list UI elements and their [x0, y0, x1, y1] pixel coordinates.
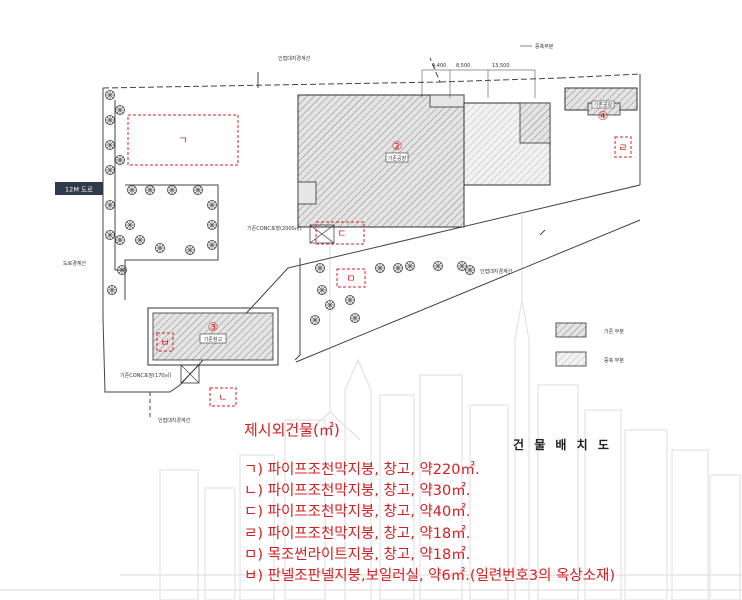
- tree-icon: [310, 315, 320, 325]
- tree-icon: [107, 285, 117, 295]
- marker-d: ㄷ: [337, 229, 346, 240]
- tree-icon: [125, 220, 135, 230]
- legend-item: ㄱ) 파이프조천막지붕, 창고, 약220㎡.: [244, 462, 480, 478]
- marker-r: ㄹ: [618, 143, 627, 154]
- legend-item: ㅁ) 목조썬라이트지붕, 창고, 약18㎡.: [244, 546, 471, 563]
- building-4-name: 기존공장: [594, 102, 613, 109]
- legend-title: 제시외건물(㎡): [244, 421, 340, 439]
- tree-icon: [135, 235, 145, 245]
- label-top-boundary: 인접대지경계선: [278, 55, 311, 62]
- skyline-background: [0, 215, 742, 600]
- building-3: 기존창고 ③: [147, 307, 279, 384]
- tree-icon: [350, 313, 360, 323]
- tree-icon: [145, 185, 155, 195]
- building-3-name: 기존창고: [204, 336, 223, 343]
- tree-icon: [393, 263, 403, 273]
- tree-icon: [433, 261, 443, 271]
- legend-item: ㄷ) 파이프조천막지붕, 창고, 약40㎡.: [244, 504, 471, 521]
- marker-g: ㄱ: [178, 136, 187, 147]
- legend-list: ㄱ) 파이프조천막지붕, 창고, 약220㎡. ㄴ) 파이프조천막지붕, 창고,…: [244, 460, 615, 587]
- tree-icon: [405, 261, 415, 271]
- annotation-labels: 인접대지경계선 증축부분 도로경계선 인접대지경계선 인접대지경계선 기존CON…: [63, 43, 554, 424]
- tree-icon: [105, 165, 115, 175]
- legend-item: ㅂ) 판넬조판넬지붕,보일러실, 약6㎡.(일련번호3의 옥상소재): [244, 568, 616, 585]
- building-2: 기존공장 ②: [297, 94, 551, 228]
- tree-icon: [465, 265, 475, 275]
- dim-3: 13,500: [492, 63, 510, 69]
- drawing-title: 건 물 배 치 도: [513, 438, 612, 452]
- label-conc-1: 기존CONC포장(2000㎡): [247, 225, 302, 232]
- map-legend-existing: 기존 부분: [604, 328, 624, 335]
- tree-icon: [193, 185, 203, 195]
- label-adjacent-right: 인접대지경계선: [480, 268, 513, 275]
- road-label: 12M 도로: [65, 186, 93, 194]
- tree-icon: [207, 240, 217, 250]
- marker-n: ㄴ: [218, 393, 227, 404]
- tree-icon: [105, 230, 115, 240]
- tree-icon: [317, 285, 327, 295]
- building-2-number: ②: [392, 139, 403, 153]
- label-adjacent-bottom: 인접대지경계선: [158, 417, 191, 424]
- building-3-number: ③: [208, 320, 219, 334]
- label-conc-2: 기존CONC포장(170㎡): [120, 372, 172, 379]
- pavement-cross: [309, 224, 335, 244]
- tree-icon: [105, 200, 115, 210]
- tree-icon: [207, 200, 217, 210]
- building-4-number: ④: [598, 109, 609, 123]
- tree-icon: [127, 185, 137, 195]
- marker-b: ㅂ: [160, 338, 169, 349]
- map-legend: 기존 부분 증축 부분: [555, 322, 624, 367]
- tree-icon: [115, 155, 125, 165]
- tree-icon: [185, 245, 195, 255]
- left-yard: [114, 100, 219, 300]
- marker-m: ㅁ: [346, 274, 355, 285]
- tree-icon: [345, 295, 355, 305]
- road-label-box: 12M 도로: [55, 182, 103, 195]
- tree-icon: [115, 105, 125, 115]
- tree-icon: [167, 185, 177, 195]
- tree-icon: [155, 243, 165, 253]
- legend-item: ㄹ) 파이프조천막지붕, 창고, 약18㎡.: [244, 525, 471, 542]
- tree-markers: [105, 90, 475, 325]
- tree-icon: [207, 220, 217, 230]
- tree-icon: [105, 115, 115, 125]
- map-legend-expansion: 증축 부분: [604, 357, 624, 364]
- building-2-name: 기존공장: [388, 155, 407, 162]
- label-road-boundary: 도로경계선: [63, 260, 86, 267]
- building-4: 기존공장 ④: [564, 87, 638, 123]
- tree-icon: [105, 140, 115, 150]
- legend-item: ㄴ) 파이프조천막지붕, 창고, 약30㎡.: [244, 483, 471, 500]
- tree-icon: [115, 235, 125, 245]
- marker-boxes: [127, 114, 632, 407]
- tree-icon: [325, 300, 335, 310]
- dim-1: 4,400: [432, 63, 446, 69]
- tree-icon: [457, 261, 467, 271]
- tree-icon: [375, 263, 385, 273]
- label-expansion-top: 증축부분: [535, 43, 554, 50]
- tree-icon: [315, 263, 325, 273]
- dim-2: 8,500: [456, 63, 470, 69]
- tree-icon: [105, 90, 115, 100]
